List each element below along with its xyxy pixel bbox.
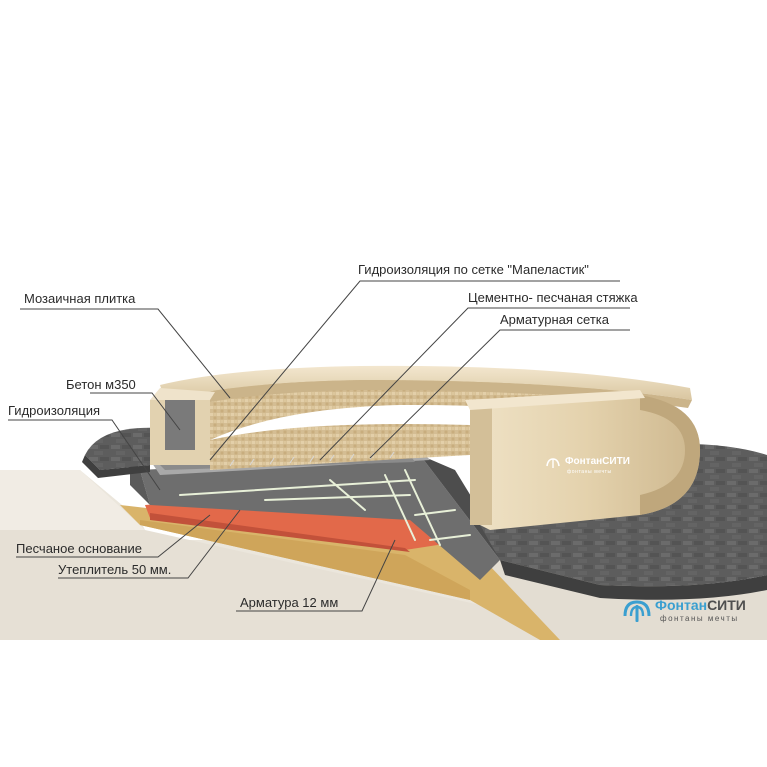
basin-wall-logo: ФонтанСИТИ фонтаны мечты [545, 453, 635, 477]
basin-rim [160, 365, 692, 410]
basin-logo-name: ФонтанСИТИ [565, 456, 630, 467]
leader-lines [8, 280, 630, 612]
rebar-rod [264, 494, 411, 501]
brand-name: ФонтанСИТИ [655, 597, 746, 613]
brand-logo: ФонтанСИТИ фонтаны мечты [622, 594, 762, 630]
right-wall-cylinder [465, 390, 700, 530]
leader-sand-base [16, 514, 211, 558]
basin-floor [210, 424, 470, 470]
rebar-rod [179, 479, 416, 496]
brand-name-part1: Фонтан [655, 597, 708, 613]
label-rebar-mesh: Арматурная сетка [500, 312, 609, 327]
label-hydro: Гидроизоляция [8, 403, 101, 418]
label-sand-base: Песчаное основание [16, 541, 142, 556]
rebar-rod [414, 509, 456, 516]
leader-insulation [58, 509, 241, 579]
label-hydro-mesh: Гидроизоляция по сетке "Мапеластик" [358, 262, 589, 277]
label-concrete: Бетон м350 [66, 377, 136, 392]
rebar-mesh-marks [229, 451, 395, 467]
left-wall-section [150, 388, 215, 465]
brand-name-part2: СИТИ [707, 597, 746, 613]
leader-concrete [90, 392, 181, 431]
rebar-rods [179, 469, 471, 546]
leader-mosaic [20, 308, 231, 399]
sand-layer [120, 505, 560, 640]
rebar-rod [329, 479, 366, 511]
label-insulation: Утеплитель 50 мм. [58, 562, 172, 577]
rebar-rod [404, 469, 441, 546]
leader-hydro [8, 419, 161, 491]
leader-hydro-mesh [209, 280, 620, 461]
label-mosaic: Мозаичная плитка [24, 291, 136, 306]
fountain-logo-icon [623, 600, 651, 622]
fountain-logo-icon [546, 458, 560, 468]
leader-rebar [236, 539, 396, 612]
label-rebar: Арматура 12 мм [240, 595, 339, 610]
rebar-rod [384, 474, 416, 541]
label-cement-screed: Цементно- песчаная стяжка [468, 290, 638, 305]
leader-rebar-mesh [369, 329, 630, 459]
basin-logo-tagline: фонтаны мечты [567, 469, 612, 475]
brand-tagline: фонтаны мечты [660, 614, 739, 623]
rebar-rod [429, 534, 471, 541]
leader-cement-screed [319, 307, 630, 461]
